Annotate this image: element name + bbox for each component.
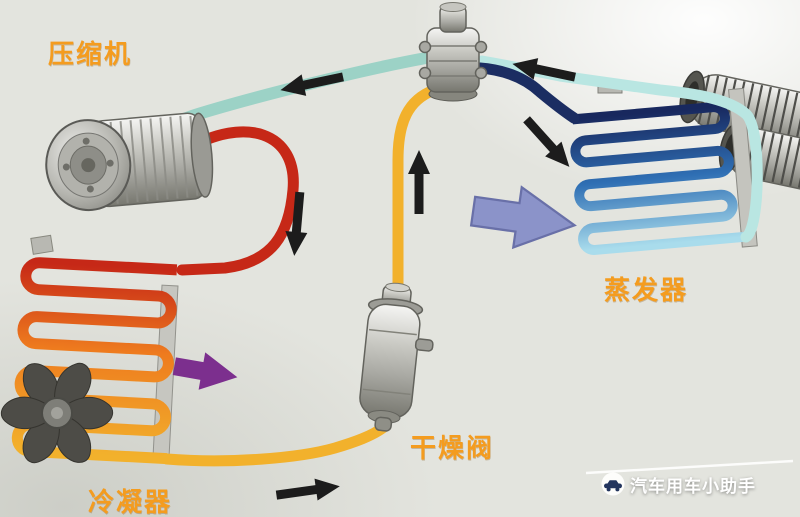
flow-arrow-bottom <box>274 475 342 507</box>
condenser-fan-illustration <box>0 362 114 464</box>
condenser-coil <box>11 257 178 465</box>
airflow-arrow-condenser <box>171 347 241 397</box>
condenser-label: 冷凝器 <box>88 487 173 517</box>
airflow-arrow-evaporator <box>467 179 580 257</box>
watermark-logo <box>601 472 625 496</box>
receiver-drier-illustration <box>359 282 434 432</box>
car-icon <box>604 480 622 492</box>
condenser-illustration <box>11 234 179 465</box>
flow-arrow-riser-up <box>408 150 430 214</box>
expansion-to-evaporator-pipe <box>474 62 580 124</box>
drier-nozzle <box>414 338 434 352</box>
evaporator-label: 蒸发器 <box>604 275 689 305</box>
expansion-valve-illustration <box>418 2 488 102</box>
condenser-to-drier-pipe <box>161 421 390 467</box>
compressor-illustration <box>45 112 214 212</box>
drier-to-valve-riser-pipe <box>392 84 440 304</box>
drier-label: 干燥阀 <box>410 433 495 463</box>
discharge-pipe <box>176 126 299 276</box>
compressor-label: 压缩机 <box>48 39 133 69</box>
flow-arrow-to-evaporator <box>518 111 578 175</box>
condenser-bracket <box>30 234 54 255</box>
evaporator-coil <box>570 102 747 255</box>
watermark-line <box>585 459 794 475</box>
watermark-text: 汽车用车小助手 <box>630 477 756 496</box>
evaporator-illustration <box>570 87 758 255</box>
